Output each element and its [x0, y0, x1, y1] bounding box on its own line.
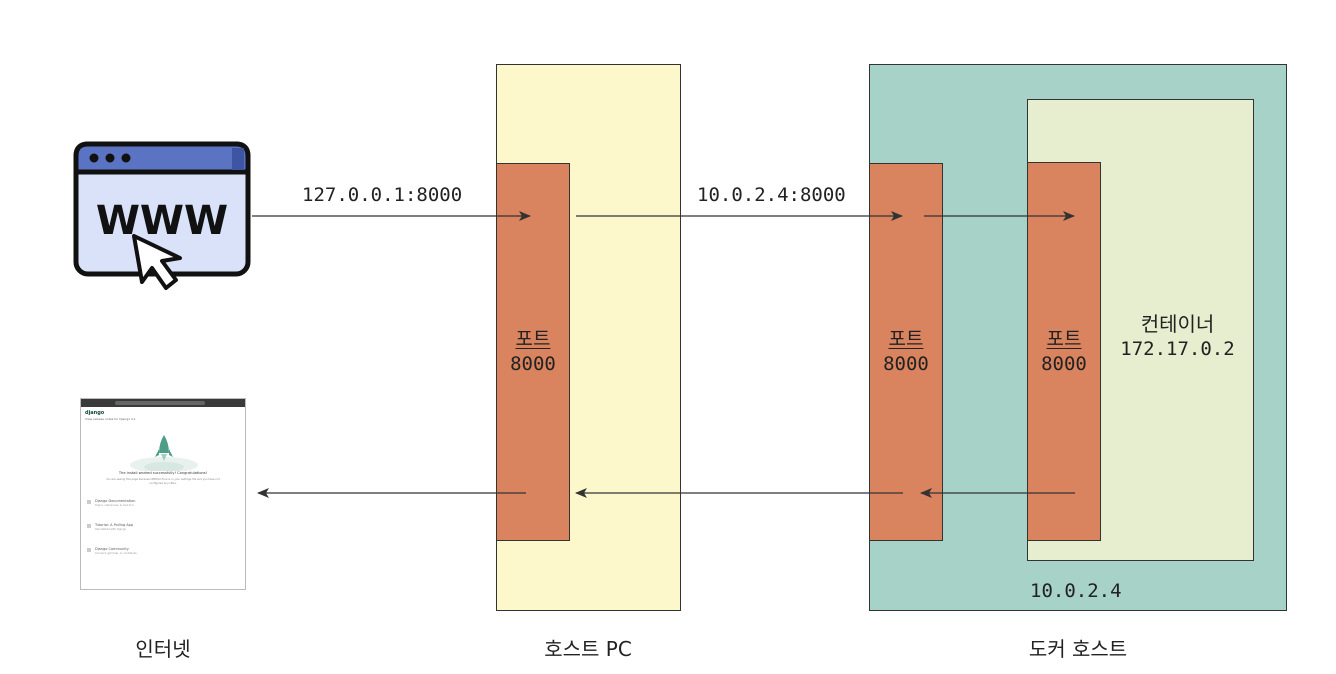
container-port: 포트 8000	[1027, 162, 1101, 541]
internet-label: 인터넷	[135, 637, 191, 661]
people-icon	[87, 548, 91, 552]
thumb-link-1: Django Documentation Topics, references,…	[87, 499, 245, 507]
www-text: WWW	[96, 198, 228, 244]
thumb-headline: The install worked successfully! Congrat…	[118, 471, 208, 475]
thumb-link-3-title: Django Community	[95, 547, 129, 551]
thumb-link-3: Django Community Connect, get help, or c…	[87, 547, 245, 555]
book-icon	[87, 500, 91, 504]
docker-port-number: 8000	[883, 353, 929, 375]
edge-label-host-to-docker: 10.0.2.4:8000	[697, 184, 846, 206]
container-port-number: 8000	[1041, 352, 1087, 375]
container-port-label: 포트	[1046, 327, 1082, 350]
host-pc-port-number: 8000	[510, 353, 556, 375]
thumb-browser-bar	[81, 399, 245, 407]
host-pc-label: 호스트 PC	[544, 637, 632, 661]
browser-www-icon: WWW	[73, 141, 251, 290]
thumb-link-2-desc: Get started with Django	[95, 527, 127, 531]
docker-port-label: 포트	[888, 328, 924, 350]
host-pc-port: 포트 8000	[496, 163, 570, 541]
thumb-link-3-desc: Connect, get help, or contribute	[95, 551, 137, 555]
host-pc-port-label: 포트	[515, 328, 551, 350]
code-icon	[87, 524, 91, 528]
thumb-link-2: Tutorial: A Polling App Get started with…	[87, 523, 245, 531]
docker-host-label: 도커 호스트	[1028, 637, 1128, 661]
edge-label-browser-to-host: 127.0.0.1:8000	[302, 184, 463, 206]
thumb-link-2-title: Tutorial: A Polling App	[95, 523, 134, 527]
thumb-subtitle: View release notes for Django 4.1	[85, 417, 136, 421]
container-ip: 172.17.0.2	[1120, 338, 1235, 360]
rocket-icon	[130, 435, 198, 471]
docker-host-ip: 10.0.2.4	[1030, 580, 1122, 602]
django-page-thumbnail: django View release notes for Django 4.1…	[80, 398, 246, 590]
container-name: 컨테이너	[1140, 312, 1215, 336]
thumb-link-1-title: Django Documentation	[95, 499, 136, 503]
docker-host-port: 포트 8000	[869, 163, 943, 541]
thumb-body: You are seeing this page because DEBUG=T…	[106, 478, 220, 485]
thumb-link-1-desc: Topics, references, & how-to's	[95, 503, 134, 507]
thumb-django-logo: django	[85, 410, 105, 416]
